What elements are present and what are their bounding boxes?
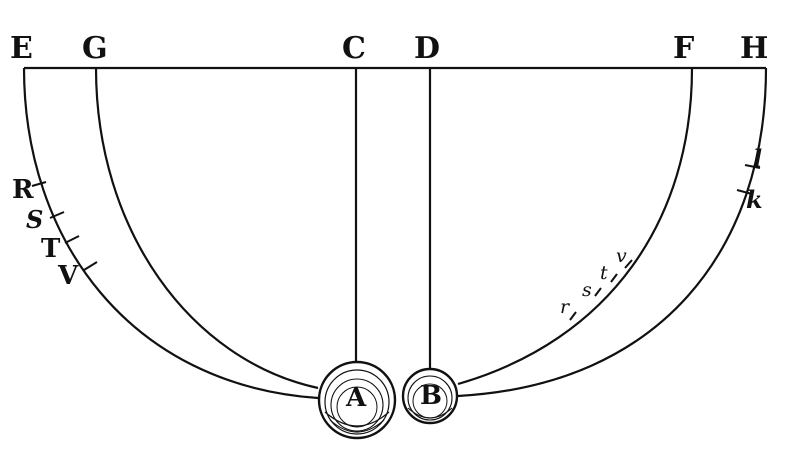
label-H: H <box>740 31 768 66</box>
tick-v <box>624 259 633 269</box>
label-S: S <box>26 205 43 234</box>
label-D: D <box>414 31 440 66</box>
tick-T <box>64 235 80 244</box>
tick-k <box>736 189 753 195</box>
arc-left-outer <box>22 67 319 400</box>
label-B: B <box>420 381 442 411</box>
tick-s <box>594 287 602 297</box>
ball-B <box>401 367 459 425</box>
arc-right-outer <box>457 67 768 398</box>
tick-R <box>31 181 47 187</box>
label-A: A <box>345 383 367 413</box>
label-E: E <box>10 31 33 66</box>
tick-S <box>49 211 65 219</box>
label-t: t <box>600 262 608 284</box>
label-v: v <box>616 245 627 267</box>
ball-A <box>317 360 397 440</box>
tick-V <box>83 261 98 271</box>
tick-l <box>744 164 761 169</box>
label-r: r <box>560 296 571 318</box>
label-k: k <box>746 185 763 214</box>
tick-r <box>569 311 577 321</box>
tick-t <box>610 273 618 283</box>
arc-right-inner <box>457 67 694 386</box>
label-C: C <box>342 31 366 66</box>
label-V: V <box>57 261 79 291</box>
arc-left-inner <box>94 67 319 390</box>
label-G: G <box>82 31 108 66</box>
label-F: F <box>673 31 694 66</box>
label-l: l <box>753 144 762 173</box>
label-T: T <box>41 234 61 264</box>
label-s: s <box>582 279 592 301</box>
label-R: R <box>12 175 34 205</box>
